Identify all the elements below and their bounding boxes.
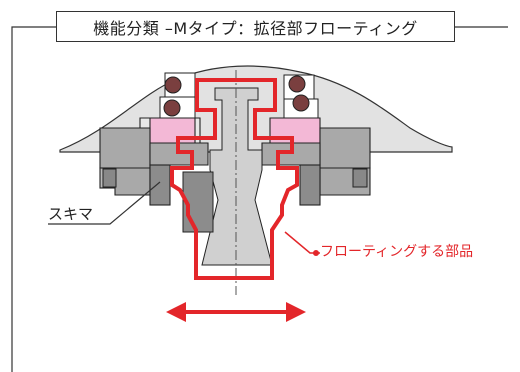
lateral-movement-arrow	[166, 302, 306, 322]
section-frame	[11, 26, 508, 372]
gap-leader-line	[48, 181, 161, 225]
gap-label: スキマ	[48, 205, 94, 223]
knurl-right	[352, 168, 368, 188]
floating-part-outline	[170, 78, 299, 280]
page-title: 機能分類 –Mタイプ：拡径部フローティング	[56, 11, 455, 42]
knurl-left	[102, 168, 117, 188]
floating-part-label: フローティングする部品	[320, 244, 474, 260]
body-right	[261, 117, 371, 206]
floating-leader-dot	[313, 250, 319, 256]
floating-leader-line	[284, 231, 320, 254]
